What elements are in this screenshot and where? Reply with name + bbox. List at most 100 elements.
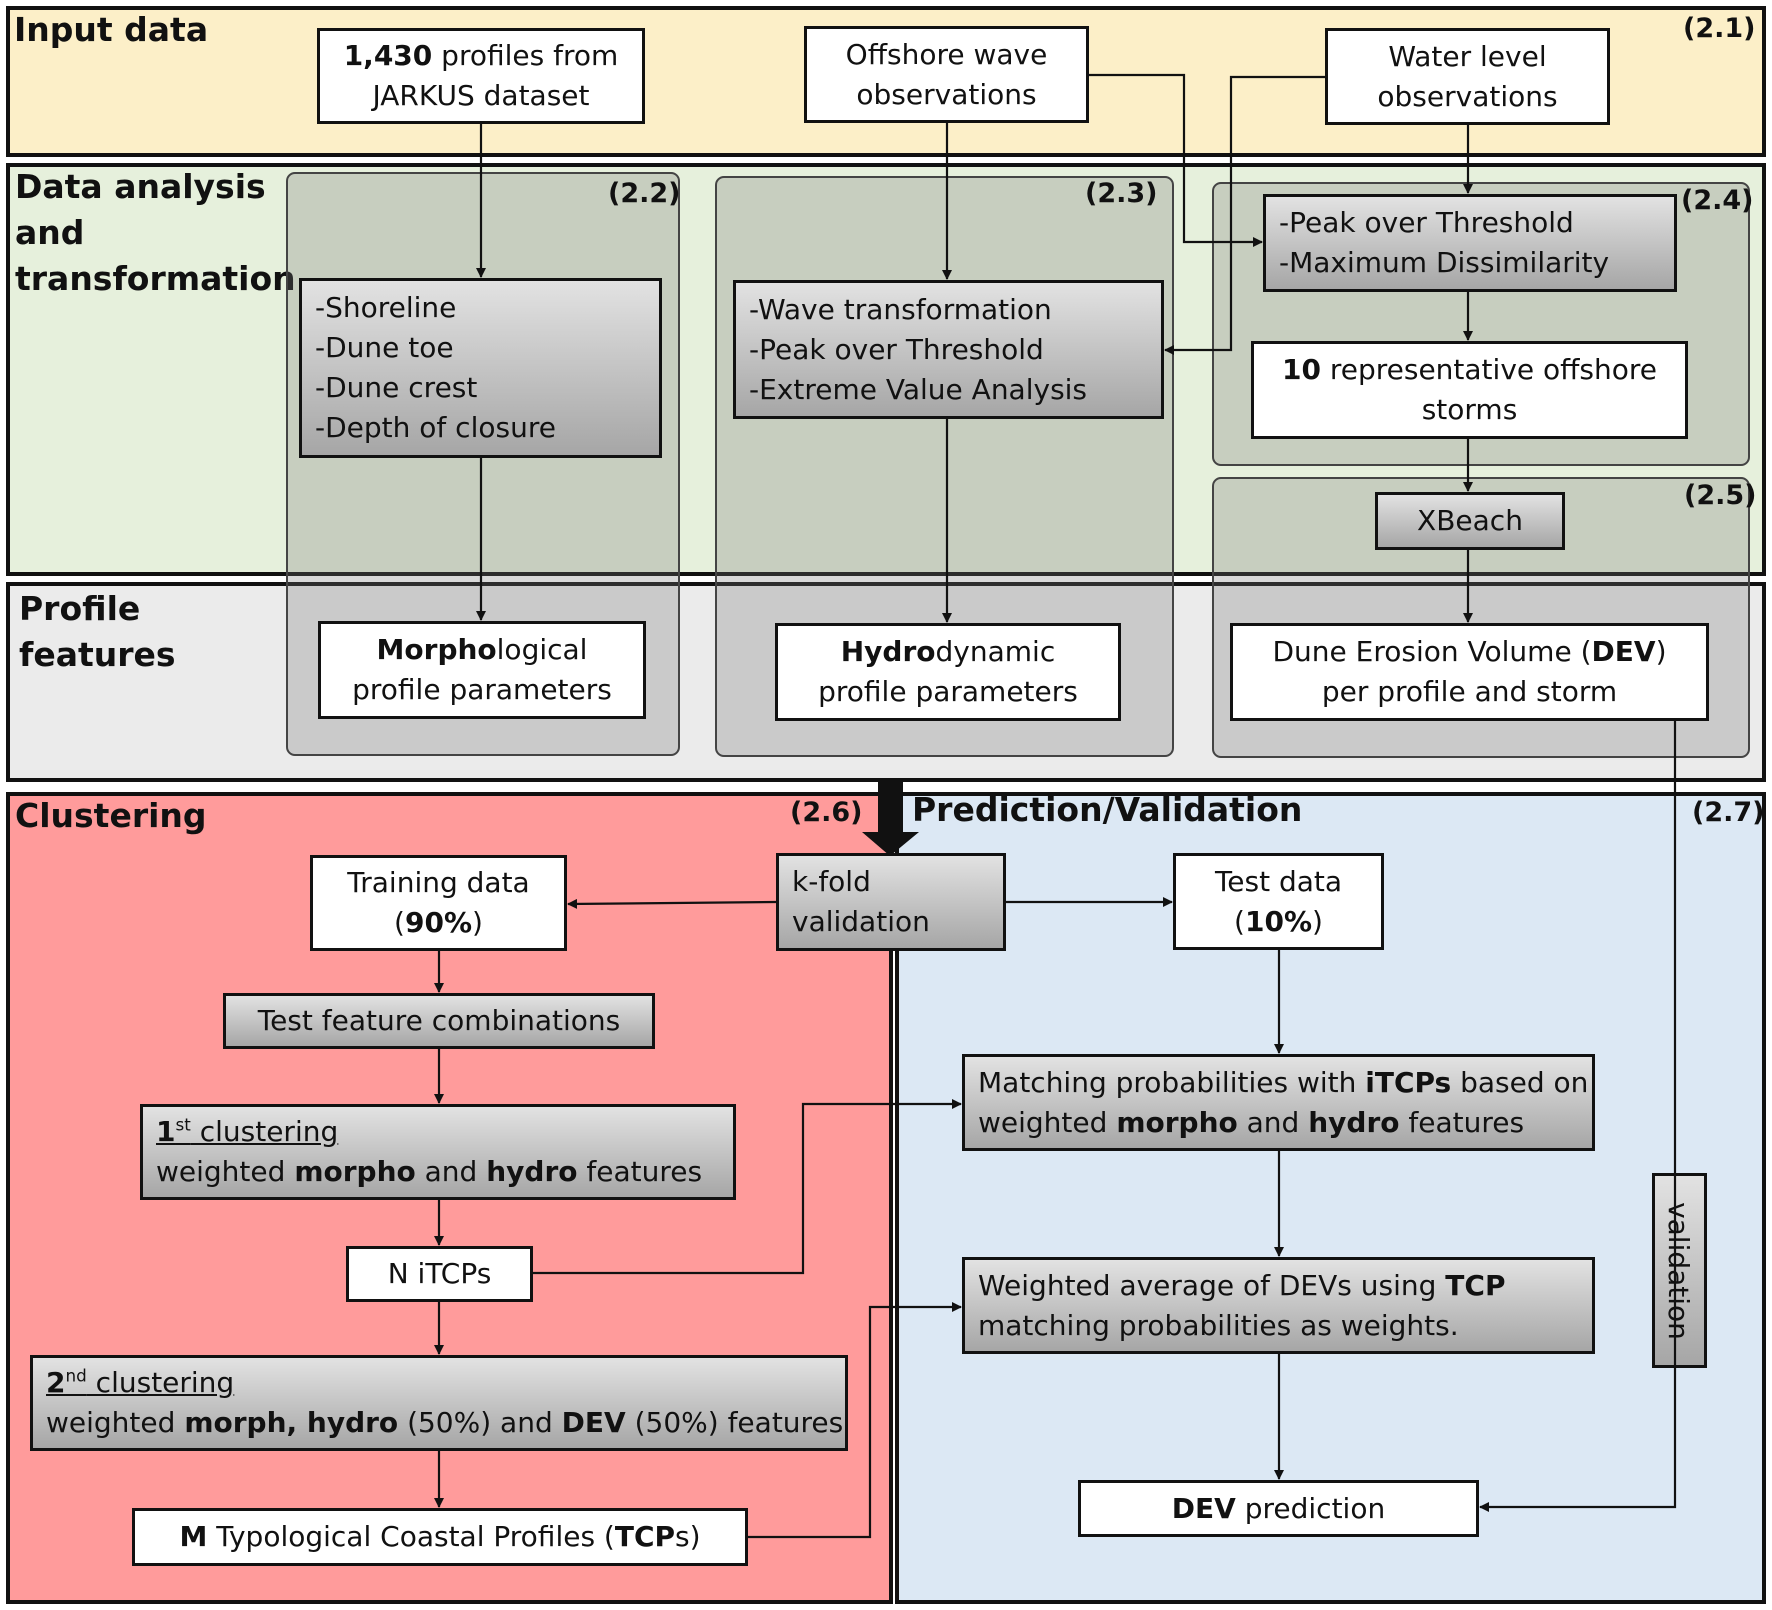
section-id-2-7: (2.7)	[1692, 797, 1765, 828]
second-dev: DEV	[561, 1406, 626, 1439]
n-itcps-box: N iTCPs	[346, 1246, 533, 1302]
section-id-2-3: (2.3)	[1085, 178, 1158, 209]
matching-probabilities-box: Matching probabilities with iTCPs based …	[962, 1054, 1595, 1151]
jarkus-profile-count: 1,430	[343, 39, 433, 72]
profile-features-title: Profile features	[19, 586, 176, 678]
weighted-pre: Weighted average of DEVs using	[978, 1268, 1446, 1302]
storms-line-1-rest: representative offshore	[1320, 353, 1658, 386]
section-id-2-1: (2.1)	[1683, 13, 1756, 44]
representative-storms-box: 10 representative offshore storms	[1251, 341, 1688, 439]
data-analysis-title-line-1: Data analysis	[15, 167, 266, 206]
storm-step-1: -Peak over Threshold	[1279, 206, 1574, 239]
testdata-percent: 10%	[1244, 904, 1313, 938]
dev-prediction-box: DEV prediction	[1078, 1480, 1479, 1537]
kfold-line-2: validation	[792, 905, 930, 938]
validation-label: validation	[1662, 1202, 1695, 1340]
matching-post: based on	[1451, 1065, 1589, 1099]
hydro-analysis-box: -Wave transformation -Peak over Threshol…	[733, 280, 1164, 419]
data-analysis-title-line-3: transformation	[15, 259, 296, 298]
first-ordinal: 1	[156, 1115, 176, 1148]
testdata-line-1: Test data	[1214, 864, 1343, 898]
training-percent: 90%	[404, 906, 473, 939]
jarkus-profiles-box: 1,430 profiles from JARKUS dataset	[317, 28, 645, 124]
first-morpho: morpho	[294, 1155, 416, 1188]
water-level-box: Water level observations	[1325, 28, 1610, 125]
second-clustering-box: 2nd clustering weighted morph, hydro (50…	[30, 1355, 848, 1451]
dev-prediction-bold: DEV	[1171, 1491, 1236, 1525]
second-ordinal-suffix: nd	[65, 1365, 87, 1386]
dune-erosion-volume-box: Dune Erosion Volume (DEV) per profile an…	[1230, 623, 1709, 721]
hydro-step-3: -Extreme Value Analysis	[749, 372, 1088, 406]
morph-step-2: -Dune toe	[315, 331, 454, 364]
training-data-box: Training data (90%)	[310, 855, 567, 951]
jarkus-line-1-rest: profiles from	[432, 39, 619, 72]
storm-step-2: -Maximum Dissimilarity	[1279, 246, 1610, 279]
hydro-step-1: -Wave transformation	[749, 292, 1052, 326]
first-hydro: hydro	[486, 1155, 578, 1188]
first-clustering-heading: 1st clustering	[156, 1115, 338, 1148]
first-and: and	[415, 1155, 487, 1188]
morpho-bold: Morpho	[376, 633, 497, 666]
offshore-wave-line-2: observations	[856, 77, 1037, 111]
morph-step-4: -Depth of closure	[315, 411, 556, 444]
tcps-m: M	[179, 1520, 208, 1553]
typological-coastal-profiles-box: M Typological Coastal Profiles (TCPs)	[132, 1508, 748, 1566]
kfold-validation-box: k-fold validation	[776, 853, 1006, 951]
dev-post: )	[1655, 635, 1667, 668]
hydro-bold: Hydro	[840, 635, 936, 668]
second-morph-hydro: morph, hydro	[184, 1406, 399, 1439]
morpho-rest: logical	[496, 633, 588, 666]
dev-bold: DEV	[1591, 635, 1656, 668]
hydro-rest: dynamic	[935, 635, 1056, 668]
morpho-line-2: profile parameters	[352, 673, 612, 706]
matching-features: features	[1399, 1105, 1525, 1139]
first-clustering-label: clustering	[190, 1115, 339, 1148]
storm-selection-box: -Peak over Threshold -Maximum Dissimilar…	[1263, 194, 1677, 292]
morph-step-1: -Shoreline	[315, 291, 457, 324]
second-clustering-heading: 2nd clustering	[46, 1366, 234, 1399]
water-level-line-2: observations	[1377, 79, 1558, 113]
clustering-title: Clustering	[15, 796, 207, 835]
input-data-title: Input data	[14, 10, 209, 49]
matching-weighted: weighted	[978, 1105, 1117, 1139]
dev-prediction-rest: prediction	[1235, 1491, 1386, 1525]
first-ordinal-suffix: st	[175, 1114, 191, 1135]
matching-morpho: morpho	[1116, 1105, 1238, 1139]
second-ordinal: 2	[46, 1366, 66, 1399]
section-id-2-5: (2.5)	[1684, 480, 1757, 511]
weighted-average-box: Weighted average of DEVs using TCP match…	[962, 1257, 1595, 1354]
matching-hydro: hydro	[1308, 1105, 1400, 1139]
profile-features-title-line-1: Profile	[19, 589, 141, 628]
hydrodynamic-parameters-box: Hydrodynamic profile parameters	[775, 623, 1121, 721]
test-data-box: Test data (10%)	[1173, 853, 1384, 950]
jarkus-line-2: JARKUS dataset	[372, 79, 590, 112]
morph-step-3: -Dune crest	[315, 371, 478, 404]
section-id-2-4: (2.4)	[1681, 185, 1754, 216]
section-id-2-6: (2.6)	[790, 797, 863, 828]
training-line-1: Training data	[347, 866, 530, 899]
second-weighted: weighted	[46, 1406, 185, 1439]
testdata-post: )	[1312, 904, 1323, 938]
hydro-step-2: -Peak over Threshold	[749, 332, 1044, 366]
weighted-tcp: TCP	[1445, 1268, 1506, 1302]
storm-count: 10	[1281, 353, 1321, 386]
tcps-tcp: TCP	[614, 1520, 676, 1553]
first-features: features	[577, 1155, 703, 1188]
matching-pre: Matching probabilities with	[978, 1065, 1366, 1099]
morphology-analysis-box: -Shoreline -Dune toe -Dune crest -Depth …	[299, 278, 662, 458]
prediction-validation-title: Prediction/Validation	[912, 790, 1303, 829]
xbeach-box: XBeach	[1375, 492, 1565, 550]
storms-line-2: storms	[1421, 393, 1518, 426]
first-clustering-box: 1st clustering weighted morpho and hydro…	[140, 1104, 736, 1200]
matching-itcps: iTCPs	[1365, 1065, 1452, 1099]
tcps-mid: Typological Coastal Profiles (	[207, 1520, 615, 1553]
data-analysis-title: Data analysis and transformation	[15, 164, 296, 302]
second-pct-1: (50%) and	[398, 1406, 562, 1439]
tcps-end: s)	[675, 1520, 701, 1553]
training-pre: (	[394, 906, 405, 939]
hydro-line-2: profile parameters	[818, 675, 1078, 708]
profile-features-title-line-2: features	[19, 635, 176, 674]
second-clustering-label: clustering	[86, 1366, 235, 1399]
test-feature-combinations-box: Test feature combinations	[223, 993, 655, 1049]
